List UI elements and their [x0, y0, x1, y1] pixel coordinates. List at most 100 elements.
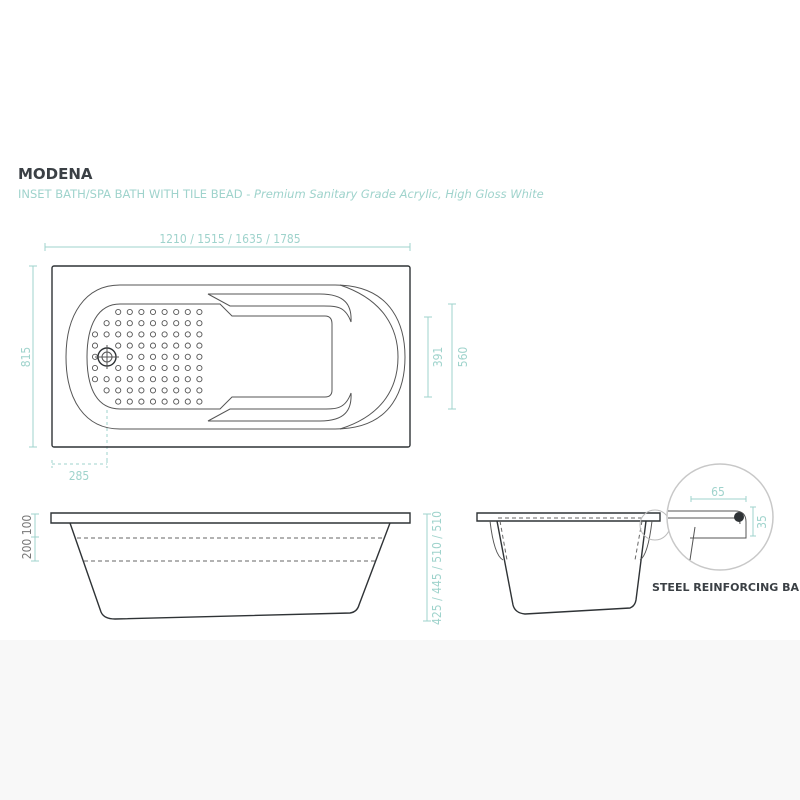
anti-slip-dot [149, 342, 157, 349]
anti-slip-dot [103, 331, 110, 338]
anti-slip-dot [149, 376, 157, 383]
anti-slip-dot [184, 331, 191, 338]
waste-offset-dimension: 285 [51, 410, 108, 483]
anti-slip-dot [126, 376, 133, 383]
length-dimension: 1210 / 1515 / 1635 / 1785 [44, 232, 411, 251]
outer-width-dimension: 560 [448, 303, 470, 410]
svg-text:391: 391 [431, 347, 445, 368]
anti-slip-dot [161, 387, 168, 394]
anti-slip-dot [115, 398, 122, 405]
waste-outlet-icon [95, 345, 119, 369]
steel-bar-icon [734, 512, 744, 522]
anti-slip-dot [138, 376, 145, 383]
anti-slip-dot [173, 353, 180, 360]
anti-slip-dot [126, 398, 133, 405]
anti-slip-dot [138, 353, 145, 360]
anti-slip-dot [173, 342, 180, 349]
product-title: MODENA [18, 165, 93, 183]
anti-slip-dot [196, 364, 203, 372]
width-dimension: 815 [19, 265, 37, 448]
anti-slip-dot [196, 376, 203, 383]
svg-text:285: 285 [69, 469, 90, 483]
anti-slip-dot [149, 398, 157, 405]
anti-slip-dot [161, 364, 168, 372]
anti-slip-dot [196, 308, 203, 316]
anti-slip-dot [173, 376, 180, 383]
side-view [50, 512, 411, 620]
footer-band [0, 640, 800, 800]
anti-slip-dot [126, 387, 133, 394]
svg-text:815: 815 [19, 347, 33, 368]
anti-slip-dot [115, 320, 122, 327]
anti-slip-dot [184, 364, 191, 372]
anti-slip-dot [196, 342, 203, 349]
anti-slip-dots [91, 308, 203, 405]
anti-slip-dot [173, 364, 180, 372]
svg-text:560: 560 [456, 347, 470, 368]
product-subtitle: INSET BATH/SPA BATH WITH TILE BEAD - Pre… [18, 187, 544, 201]
svg-text:100: 100 [20, 515, 34, 536]
top-view [51, 265, 411, 448]
anti-slip-dot [161, 398, 168, 405]
anti-slip-dot [161, 342, 168, 349]
anti-slip-dot [138, 387, 145, 394]
anti-slip-dot [91, 376, 99, 383]
anti-slip-dot [149, 353, 157, 360]
end-view [476, 509, 671, 615]
anti-slip-dot [161, 353, 168, 360]
anti-slip-dot [115, 364, 122, 372]
svg-text:200: 200 [20, 539, 34, 560]
anti-slip-dot [138, 320, 145, 327]
anti-slip-dot [149, 331, 157, 338]
anti-slip-dot [138, 308, 145, 316]
anti-slip-dot [126, 364, 133, 372]
anti-slip-dot [173, 398, 180, 405]
anti-slip-dot [115, 331, 122, 338]
anti-slip-dot [149, 320, 157, 327]
inner-width-dimension: 391 [424, 316, 445, 398]
anti-slip-dot [161, 376, 168, 383]
anti-slip-dot [173, 387, 180, 394]
svg-text:35: 35 [755, 515, 769, 529]
anti-slip-dot [161, 331, 168, 338]
anti-slip-dot [91, 331, 99, 338]
anti-slip-dot [184, 320, 191, 327]
anti-slip-dot [184, 353, 191, 360]
anti-slip-dot [138, 398, 145, 405]
anti-slip-dot [161, 308, 168, 316]
anti-slip-dot [184, 376, 191, 383]
anti-slip-dot [126, 320, 133, 327]
anti-slip-dot [184, 398, 191, 405]
anti-slip-dot [126, 353, 133, 360]
anti-slip-dot [138, 342, 145, 349]
anti-slip-dot [138, 331, 145, 338]
anti-slip-dot [91, 342, 99, 349]
anti-slip-dot [173, 320, 180, 327]
anti-slip-dot [103, 320, 110, 327]
rim-dimension: 100 200 [20, 513, 39, 562]
anti-slip-dot [149, 364, 157, 372]
svg-text:1210 / 1515 / 1635 / 1785: 1210 / 1515 / 1635 / 1785 [159, 232, 300, 246]
detail-label: STEEL REINFORCING BAR [652, 581, 800, 594]
anti-slip-dot [196, 398, 203, 405]
anti-slip-dot [196, 387, 203, 394]
anti-slip-dot [196, 320, 203, 327]
anti-slip-dot [103, 376, 110, 383]
anti-slip-dot [149, 387, 157, 394]
anti-slip-dot [161, 320, 168, 327]
svg-text:425 / 445 / 510 / 510: 425 / 445 / 510 / 510 [430, 511, 444, 625]
anti-slip-dot [115, 376, 122, 383]
anti-slip-dot [115, 387, 122, 394]
anti-slip-dot [115, 308, 122, 316]
svg-text:65: 65 [711, 485, 725, 499]
anti-slip-dot [184, 342, 191, 349]
anti-slip-dot [173, 308, 180, 316]
anti-slip-dot [126, 308, 133, 316]
anti-slip-dot [115, 342, 122, 349]
reinforcing-bar-detail: 65 35 [666, 463, 774, 571]
anti-slip-dot [126, 342, 133, 349]
anti-slip-dot [184, 308, 191, 316]
anti-slip-dot [149, 308, 157, 316]
